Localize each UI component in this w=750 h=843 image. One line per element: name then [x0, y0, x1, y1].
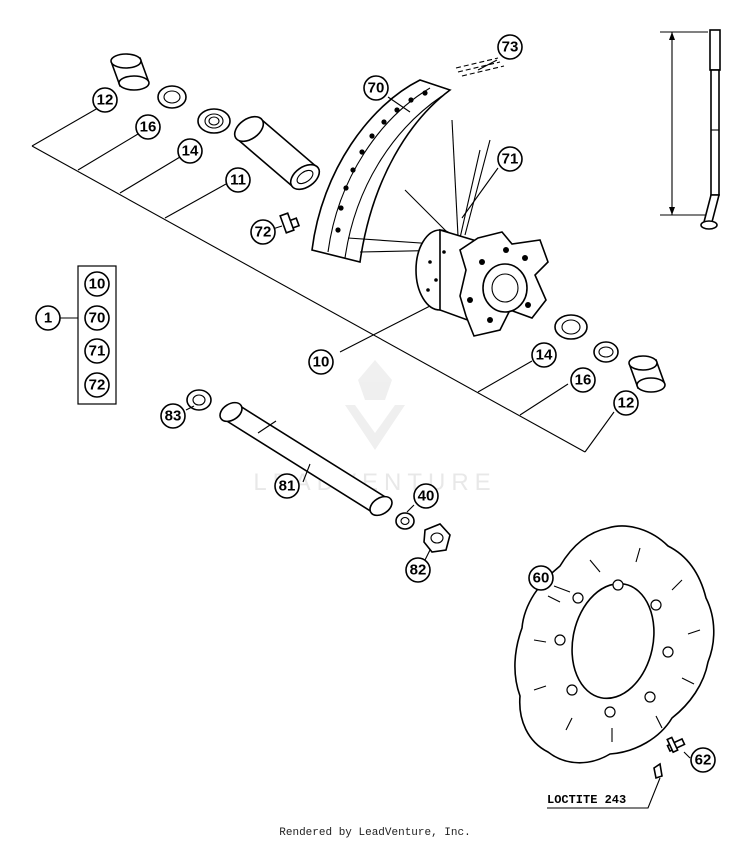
- svg-text:62: 62: [695, 752, 712, 769]
- svg-text:12: 12: [97, 92, 114, 109]
- hub-10: [415, 228, 549, 337]
- spoke-length-detail: [660, 29, 721, 230]
- svg-text:72: 72: [255, 224, 272, 241]
- callout-1[interactable]: 1: [35, 305, 61, 331]
- callout-14-upper[interactable]: 14: [177, 138, 203, 164]
- callout-10[interactable]: 10: [308, 349, 334, 375]
- callout-14-lower[interactable]: 14: [531, 342, 557, 368]
- spacer-tube-11: [233, 115, 321, 191]
- bolt-72: [279, 212, 301, 234]
- kit-item-70[interactable]: 70: [84, 305, 110, 331]
- callout-40[interactable]: 40: [413, 483, 439, 509]
- callout-11[interactable]: 11: [225, 167, 251, 193]
- svg-text:11: 11: [230, 172, 246, 189]
- callout-73[interactable]: 73: [497, 34, 523, 60]
- svg-text:71: 71: [89, 343, 106, 360]
- rim-tape-73: [455, 57, 505, 77]
- callout-83[interactable]: 83: [160, 403, 186, 429]
- bolt-82: [423, 523, 451, 553]
- svg-text:10: 10: [89, 276, 106, 293]
- kit-item-72[interactable]: 72: [84, 372, 110, 398]
- svg-text:81: 81: [279, 478, 296, 495]
- kit-item-10[interactable]: 10: [84, 271, 110, 297]
- loctite-label: LOCTITE 243: [547, 793, 626, 807]
- spacer-12-lower: [628, 355, 666, 393]
- spacer-12-upper: [110, 53, 150, 91]
- seal-16-upper: [157, 85, 187, 109]
- callout-62[interactable]: 62: [690, 747, 716, 773]
- svg-text:70: 70: [368, 80, 385, 97]
- callout-71[interactable]: 71: [497, 146, 523, 172]
- svg-text:71: 71: [502, 151, 519, 168]
- callout-82[interactable]: 82: [405, 557, 431, 583]
- footer-credit: Rendered by LeadVenture, Inc.: [279, 827, 470, 839]
- svg-text:70: 70: [89, 310, 106, 327]
- assembly-axis-lines: [31, 107, 615, 453]
- svg-text:12: 12: [618, 395, 635, 412]
- callout-70[interactable]: 70: [363, 75, 389, 101]
- axle-81: [219, 401, 393, 517]
- callout-16-upper[interactable]: 16: [135, 114, 161, 140]
- svg-text:14: 14: [182, 143, 199, 160]
- svg-text:10: 10: [313, 354, 330, 371]
- bearing-14-upper: [197, 108, 231, 134]
- svg-text:14: 14: [536, 347, 553, 364]
- callout-72-hub[interactable]: 72: [250, 219, 276, 245]
- brake-disc-60: [514, 525, 715, 764]
- bearing-14-lower: [554, 314, 588, 340]
- svg-text:83: 83: [165, 408, 182, 425]
- callout-16-lower[interactable]: 16: [570, 367, 596, 393]
- svg-text:73: 73: [502, 39, 519, 56]
- bolt-62: [653, 736, 686, 780]
- svg-text:60: 60: [533, 570, 550, 587]
- nut-83: [186, 389, 212, 411]
- kit-item-71[interactable]: 71: [84, 338, 110, 364]
- callout-60[interactable]: 60: [528, 565, 554, 591]
- svg-text:16: 16: [140, 119, 157, 136]
- washer-40: [395, 512, 415, 530]
- callout-12-upper[interactable]: 12: [92, 87, 118, 113]
- rim-70: [311, 79, 452, 263]
- svg-text:1: 1: [44, 310, 52, 327]
- svg-text:82: 82: [410, 562, 427, 579]
- callout-12-lower[interactable]: 12: [613, 390, 639, 416]
- svg-text:16: 16: [575, 372, 592, 389]
- callout-81[interactable]: 81: [274, 473, 300, 499]
- svg-text:72: 72: [89, 377, 106, 394]
- svg-text:40: 40: [418, 488, 435, 505]
- seal-16-lower: [593, 341, 619, 363]
